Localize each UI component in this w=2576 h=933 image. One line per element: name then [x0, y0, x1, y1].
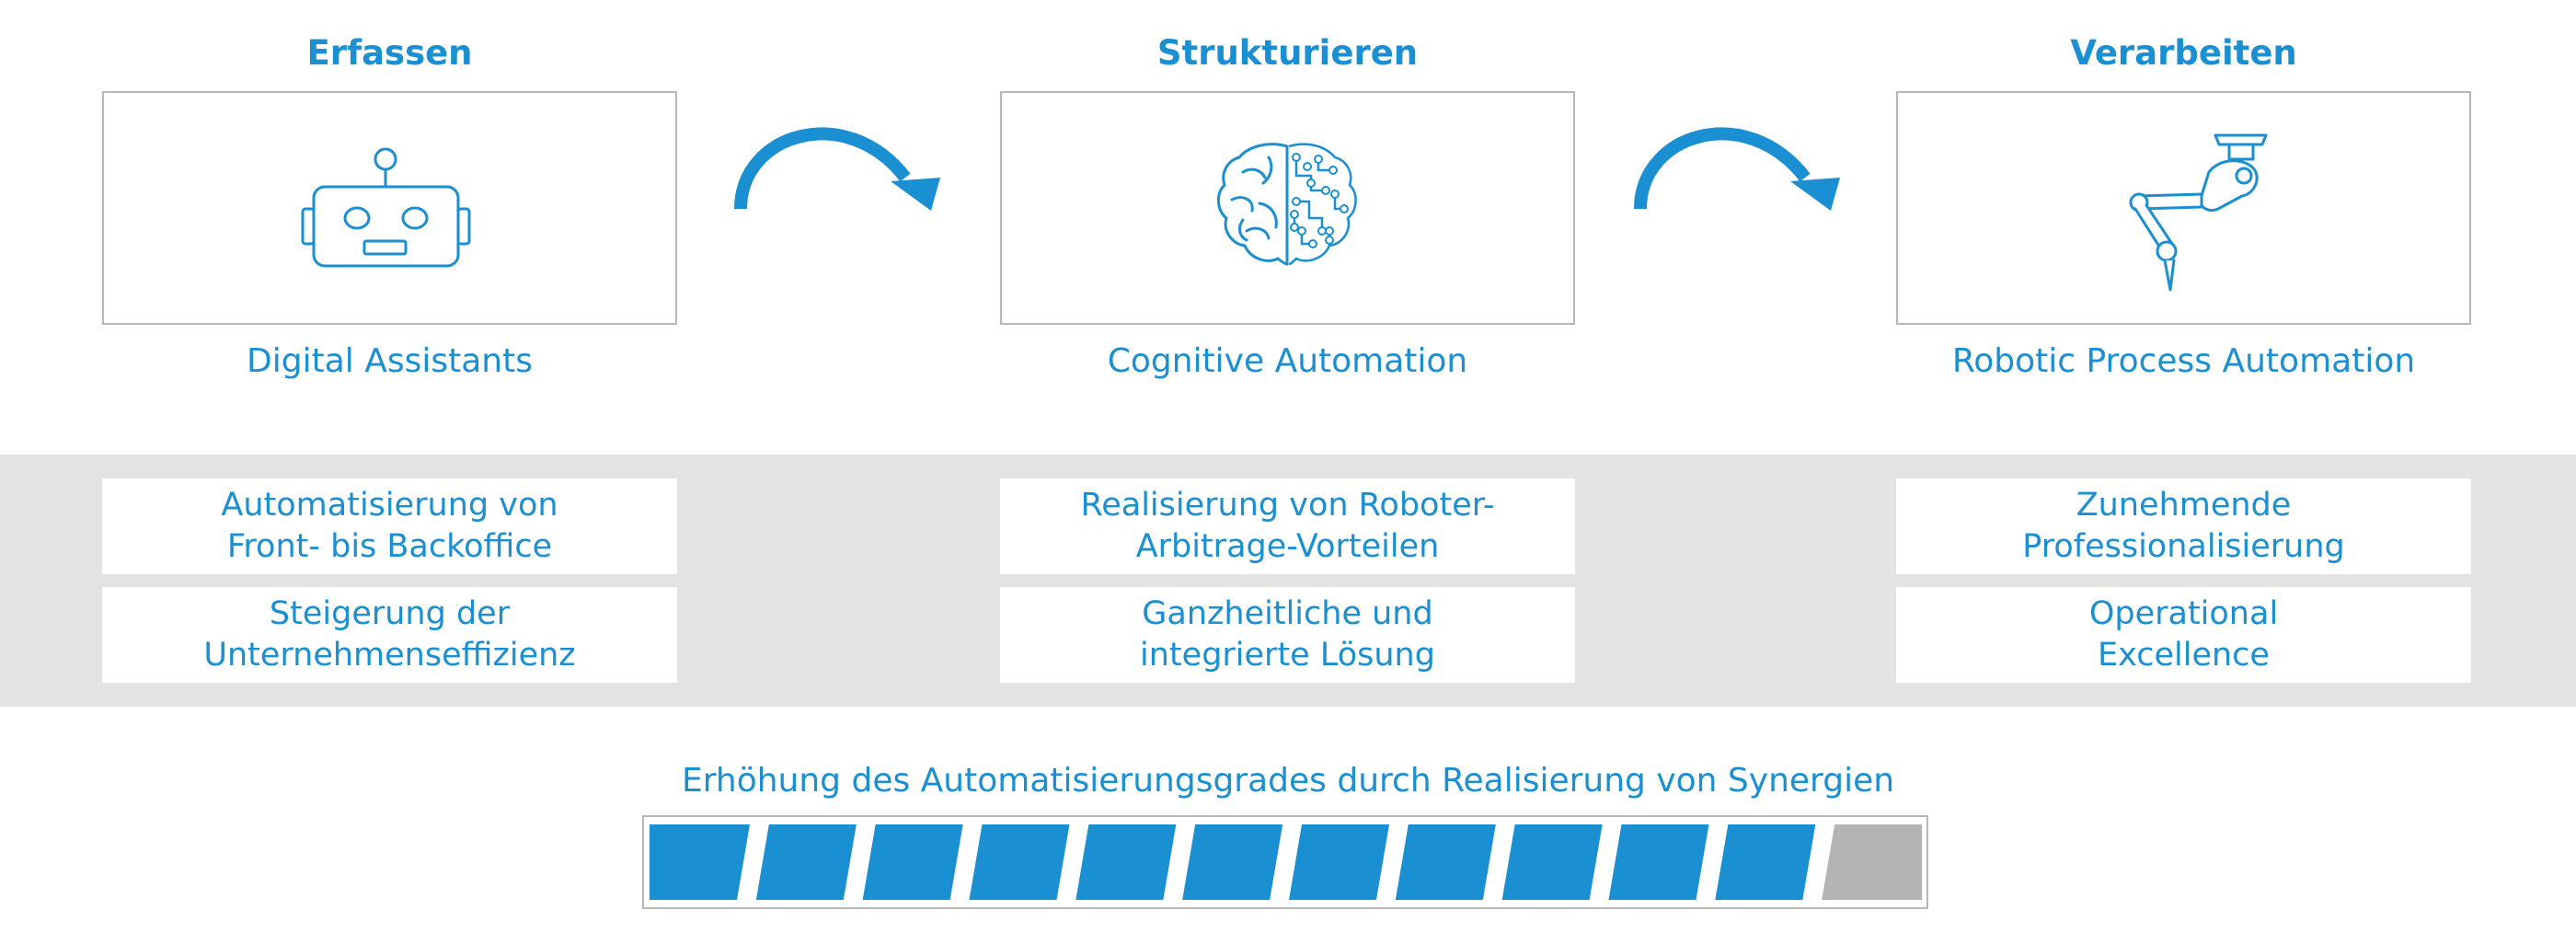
- synergy-title: Erhöhung des Automatisierungsgrades durc…: [681, 762, 1895, 800]
- progress-segment-filled: [1715, 824, 1816, 900]
- robotic-arm-icon: [2129, 133, 2268, 292]
- progress-segment-filled: [862, 824, 963, 900]
- progress-segment-filled: [969, 824, 1070, 900]
- icon-box: [1896, 91, 2471, 325]
- progress-segment-empty: [1822, 824, 1923, 900]
- card-line: Excellence: [2098, 637, 2270, 674]
- benefit-card: Ganzheitliche und integrierte Lösung: [1000, 587, 1575, 683]
- card-line: Zunehmende: [2076, 487, 2292, 524]
- stage-heading: Strukturieren: [1156, 33, 1419, 73]
- stage-heading: Erfassen: [306, 33, 473, 73]
- stage-heading: Verarbeiten: [2070, 33, 2297, 73]
- card-line: Automatisierung von: [221, 487, 558, 524]
- progress-segment-filled: [1289, 824, 1389, 900]
- stage-caption: Digital Assistants: [247, 342, 533, 380]
- card-line: Ganzheitliche und: [1142, 595, 1433, 632]
- card-line: Professionalisierung: [2022, 528, 2345, 565]
- robot-head-icon: [301, 147, 471, 268]
- stage-caption: Cognitive Automation: [1107, 342, 1468, 380]
- card-line: Steigerung der: [269, 595, 511, 632]
- stage-caption: Robotic Process Automation: [1951, 342, 2416, 380]
- progress-segment-filled: [1182, 824, 1283, 900]
- card-line: Arbitrage-Vorteilen: [1135, 528, 1440, 565]
- progress-segment-filled: [1075, 824, 1177, 900]
- icon-box: [1000, 91, 1575, 325]
- card-line: Realisierung von Roboter-: [1080, 487, 1495, 524]
- curved-arrow-icon: [734, 127, 940, 211]
- circuit-brain-icon: [1217, 143, 1357, 266]
- synergy-progress-bar: [642, 815, 1928, 909]
- curved-arrow-icon: [1634, 127, 1840, 211]
- card-line: Unternehmenseffizienz: [203, 637, 576, 674]
- progress-segments: [650, 824, 1923, 900]
- progress-segment-filled: [1608, 824, 1709, 900]
- progress-segment-filled: [650, 824, 750, 900]
- benefit-card: Steigerung der Unternehmenseffizienz: [102, 587, 677, 683]
- progress-segment-filled: [1501, 824, 1603, 900]
- card-line: Front- bis Backoffice: [226, 528, 553, 565]
- progress-segment-filled: [755, 824, 857, 900]
- benefit-card: Automatisierung von Front- bis Backoffic…: [102, 478, 677, 574]
- progress-segment-filled: [1395, 824, 1496, 900]
- benefit-card: Zunehmende Professionalisierung: [1896, 478, 2471, 574]
- card-line: Operational: [2088, 595, 2279, 632]
- benefit-card: Operational Excellence: [1896, 587, 2471, 683]
- card-line: integrierte Lösung: [1140, 637, 1435, 674]
- icon-box: [102, 91, 677, 325]
- benefit-card: Realisierung von Roboter- Arbitrage-Vort…: [1000, 478, 1575, 574]
